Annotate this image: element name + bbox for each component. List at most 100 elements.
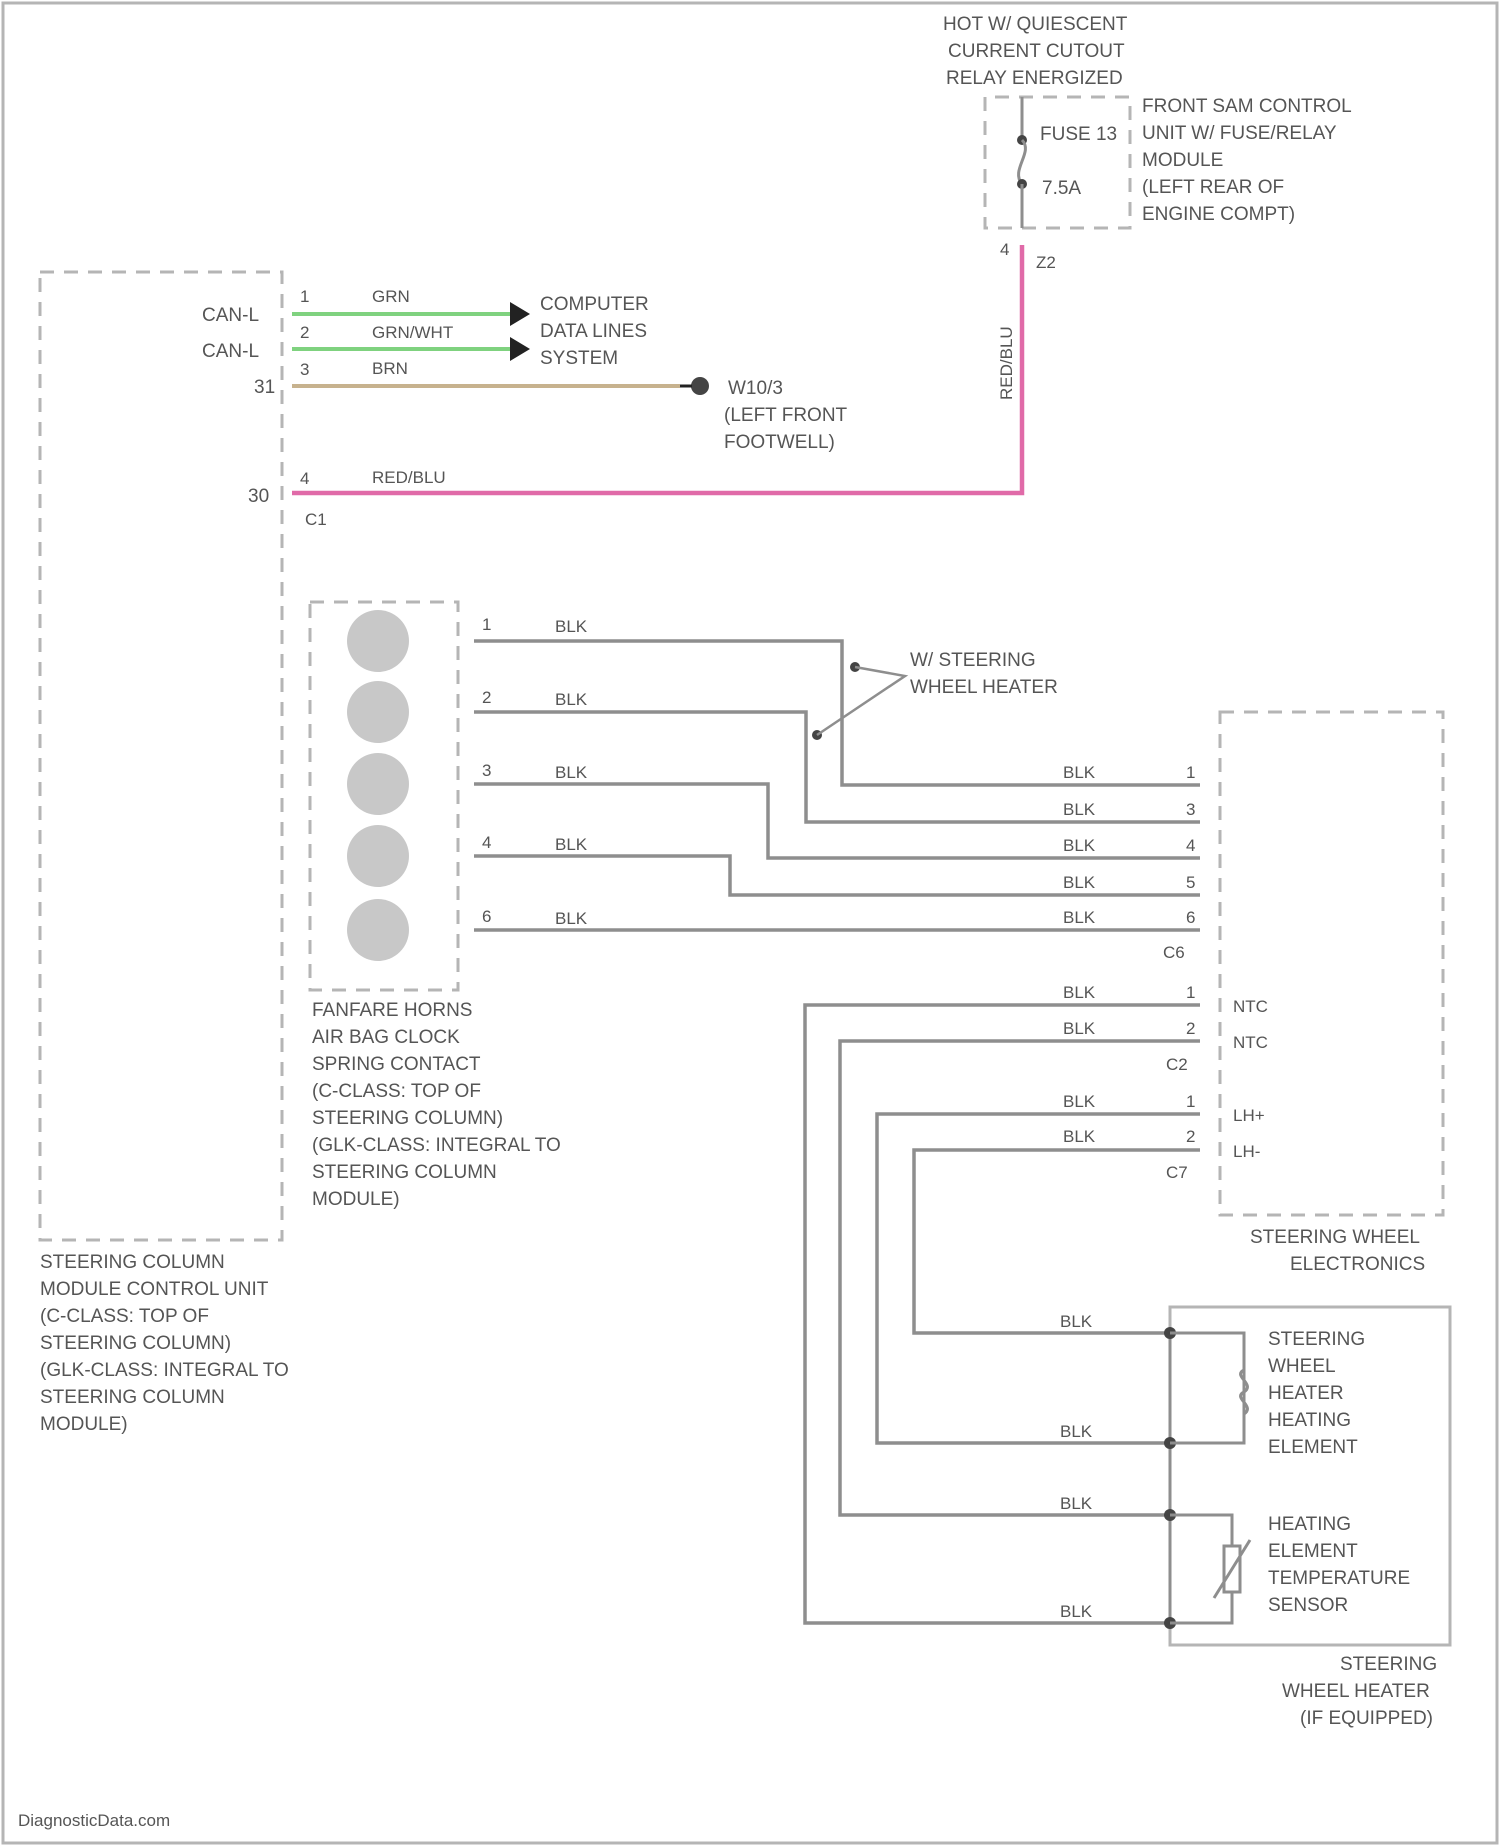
c6-pin-4: 4 bbox=[1186, 836, 1195, 855]
c6-pin-6: 6 bbox=[1186, 908, 1195, 927]
can-color-1: GRN bbox=[372, 287, 410, 306]
c6-color-3: BLK bbox=[1063, 800, 1096, 819]
horn-color-3: BLK bbox=[555, 763, 588, 782]
heater-element-line5: ELEMENT bbox=[1268, 1437, 1358, 1458]
temp-sensor-line2: ELEMENT bbox=[1268, 1541, 1358, 1562]
c7-connector: C7 bbox=[1166, 1163, 1188, 1182]
c2-label-2: NTC bbox=[1233, 1033, 1268, 1052]
horn-set bbox=[347, 610, 409, 961]
temp-sensor-line1: HEATING bbox=[1268, 1514, 1351, 1535]
c6-color-1: BLK bbox=[1063, 763, 1096, 782]
wire-c2-pin1 bbox=[805, 1005, 1200, 1623]
horn-pin-3: 3 bbox=[482, 761, 491, 780]
fanfare-line6: (GLK-CLASS: INTEGRAL TO bbox=[312, 1135, 561, 1156]
horn-color-2: BLK bbox=[555, 690, 588, 709]
c2-color-1: BLK bbox=[1063, 983, 1096, 1002]
c2-pin-2: 2 bbox=[1186, 1019, 1195, 1038]
fuse-rating: 7.5A bbox=[1042, 178, 1081, 199]
heating-element-loop bbox=[1170, 1333, 1244, 1443]
temp-sensor-line4: SENSOR bbox=[1268, 1595, 1348, 1616]
sccm-line1: STEERING COLUMN bbox=[40, 1252, 225, 1273]
front-sam-line4: (LEFT REAR OF bbox=[1142, 177, 1284, 198]
c2-pin-1: 1 bbox=[1186, 983, 1195, 1002]
horn-pin-6: 6 bbox=[482, 907, 491, 926]
heater-element-line4: HEATING bbox=[1268, 1410, 1351, 1431]
sw-electronics-line1: STEERING WHEEL bbox=[1250, 1227, 1420, 1248]
sccm-line2: MODULE CONTROL UNIT bbox=[40, 1279, 269, 1300]
c6-pin-1: 1 bbox=[1186, 763, 1195, 782]
fanfare-line2: AIR BAG CLOCK bbox=[312, 1027, 460, 1048]
sw-heater-line3: (IF EQUIPPED) bbox=[1300, 1708, 1433, 1729]
arrow-can-1-icon bbox=[510, 302, 530, 326]
watermark: DiagnosticData.com bbox=[18, 1811, 170, 1830]
c7-label-2: LH- bbox=[1233, 1142, 1260, 1161]
c6-color-6: BLK bbox=[1063, 908, 1096, 927]
heater-wire-color-2: BLK bbox=[1060, 1422, 1093, 1441]
heater-note-line2: WHEEL HEATER bbox=[910, 677, 1058, 698]
can-pin-2: 2 bbox=[300, 323, 309, 342]
wire-c7-pin2 bbox=[914, 1150, 1200, 1333]
option-leader bbox=[817, 667, 905, 735]
c2-connector: C2 bbox=[1166, 1055, 1188, 1074]
c6-connector: C6 bbox=[1163, 943, 1185, 962]
c2-label-1: NTC bbox=[1233, 997, 1268, 1016]
horn-pin-1: 1 bbox=[482, 615, 491, 634]
c7-pin-2: 2 bbox=[1186, 1127, 1195, 1146]
c6-pin-3: 3 bbox=[1186, 800, 1195, 819]
can-pin-3: 3 bbox=[300, 360, 309, 379]
heater-note-line1: W/ STEERING bbox=[910, 650, 1036, 671]
fanfare-line5: STEERING COLUMN) bbox=[312, 1108, 503, 1129]
heater-element-line1: STEERING bbox=[1268, 1329, 1365, 1350]
can-color-4: RED/BLU bbox=[372, 468, 446, 487]
heater-wire-color-4: BLK bbox=[1060, 1602, 1093, 1621]
heater-wire-color-3: BLK bbox=[1060, 1494, 1093, 1513]
fanfare-line1: FANFARE HORNS bbox=[312, 1000, 472, 1021]
arrow-can-2-icon bbox=[510, 337, 530, 361]
fuse-name: FUSE 13 bbox=[1040, 124, 1117, 145]
front-sam-line1: FRONT SAM CONTROL bbox=[1142, 96, 1352, 117]
front-sam-line2: UNIT W/ FUSE/RELAY bbox=[1142, 123, 1337, 144]
horn-1-icon bbox=[347, 610, 409, 672]
can-color-2: GRN/WHT bbox=[372, 323, 453, 342]
horn-color-6: BLK bbox=[555, 909, 588, 928]
pin-30-label: 30 bbox=[248, 486, 269, 507]
can-label-2: CAN-L bbox=[202, 341, 259, 362]
pin-31-label: 31 bbox=[254, 377, 275, 398]
front-sam-line3: MODULE bbox=[1142, 150, 1223, 171]
heater-element-line2: WHEEL bbox=[1268, 1356, 1336, 1377]
fanfare-line7: STEERING COLUMN bbox=[312, 1162, 497, 1183]
temp-sensor-line3: TEMPERATURE bbox=[1268, 1568, 1410, 1589]
pink-wire-color-vertical: RED/BLU bbox=[997, 326, 1016, 400]
c6-color-4: BLK bbox=[1063, 836, 1096, 855]
heater-wire-color-1: BLK bbox=[1060, 1312, 1093, 1331]
steering-column-module-box bbox=[40, 272, 282, 1240]
fanfare-line3: SPRING CONTACT bbox=[312, 1054, 481, 1075]
sccm-line4: STEERING COLUMN) bbox=[40, 1333, 231, 1354]
horn-2-icon bbox=[347, 681, 409, 743]
sccm-line5: (GLK-CLASS: INTEGRAL TO bbox=[40, 1360, 289, 1381]
c2-color-2: BLK bbox=[1063, 1019, 1096, 1038]
can-color-3: BRN bbox=[372, 359, 408, 378]
can-label-1: CAN-L bbox=[202, 305, 259, 326]
computer-line2: DATA LINES bbox=[540, 321, 647, 342]
horn-pin-4: 4 bbox=[482, 833, 491, 852]
ground-line3: FOOTWELL) bbox=[724, 432, 835, 453]
c7-color-2: BLK bbox=[1063, 1127, 1096, 1146]
ground-w10-3-icon bbox=[691, 377, 709, 395]
c6-color-5: BLK bbox=[1063, 873, 1096, 892]
pink-connector: Z2 bbox=[1036, 253, 1056, 272]
wire-c7-pin1 bbox=[877, 1114, 1200, 1443]
sw-heater-line2: WHEEL HEATER bbox=[1282, 1681, 1430, 1702]
pink-pin: 4 bbox=[1000, 240, 1009, 259]
horn-color-1: BLK bbox=[555, 617, 588, 636]
ground-line1: W10/3 bbox=[728, 378, 783, 399]
computer-line1: COMPUTER bbox=[540, 294, 649, 315]
horn-3-icon bbox=[347, 753, 409, 815]
front-sam-line5: ENGINE COMPT) bbox=[1142, 204, 1295, 225]
can-pin-4: 4 bbox=[300, 469, 309, 488]
sccm-line3: (C-CLASS: TOP OF bbox=[40, 1306, 209, 1327]
fanfare-line8: MODULE) bbox=[312, 1189, 400, 1210]
page-frame bbox=[3, 3, 1497, 1843]
steering-wheel-electronics-box bbox=[1220, 712, 1443, 1215]
sw-electronics-line2: ELECTRONICS bbox=[1290, 1254, 1425, 1275]
